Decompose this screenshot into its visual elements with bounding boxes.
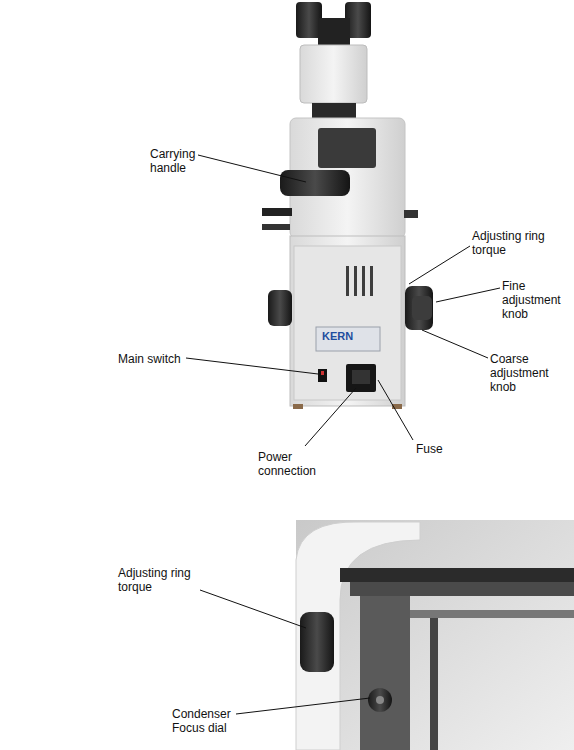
coarse-knob — [412, 296, 432, 320]
closeup-background — [296, 520, 574, 750]
condenser-dial — [368, 688, 392, 712]
closeup-torque-ring — [300, 612, 334, 672]
part-label: Main switch — [118, 352, 198, 366]
label-plate — [316, 327, 380, 351]
part-label: Carrying handle — [150, 147, 212, 175]
stage-knob — [262, 224, 290, 230]
part-label: Coarse adjustment knob — [490, 352, 560, 394]
back-panel — [294, 246, 401, 400]
part-label: Fuse — [416, 442, 466, 456]
stage-edge — [404, 210, 418, 218]
closeup-stage — [340, 568, 574, 582]
base — [290, 236, 405, 406]
vents — [346, 266, 373, 296]
eyepieces — [296, 2, 371, 48]
knob-left — [268, 290, 292, 326]
closeup-arm — [296, 522, 420, 750]
part-label: Fine adjustment knob — [502, 279, 572, 321]
brand-logo: KERN — [322, 329, 372, 343]
stage-edge — [262, 208, 292, 216]
carrying-handle — [280, 170, 350, 196]
part-label: Adjusting ring torque — [472, 229, 564, 257]
main-switch — [318, 369, 327, 382]
objectives — [318, 128, 376, 168]
head — [300, 45, 367, 103]
part-label: Adjusting ring torque — [118, 566, 210, 594]
part-label: Power connection — [258, 450, 330, 478]
part-label: Condenser Focus dial — [172, 707, 240, 735]
fine-knob — [405, 286, 433, 330]
power-socket — [346, 364, 376, 392]
leader-lines — [186, 155, 500, 714]
closeup-rail — [360, 596, 410, 750]
